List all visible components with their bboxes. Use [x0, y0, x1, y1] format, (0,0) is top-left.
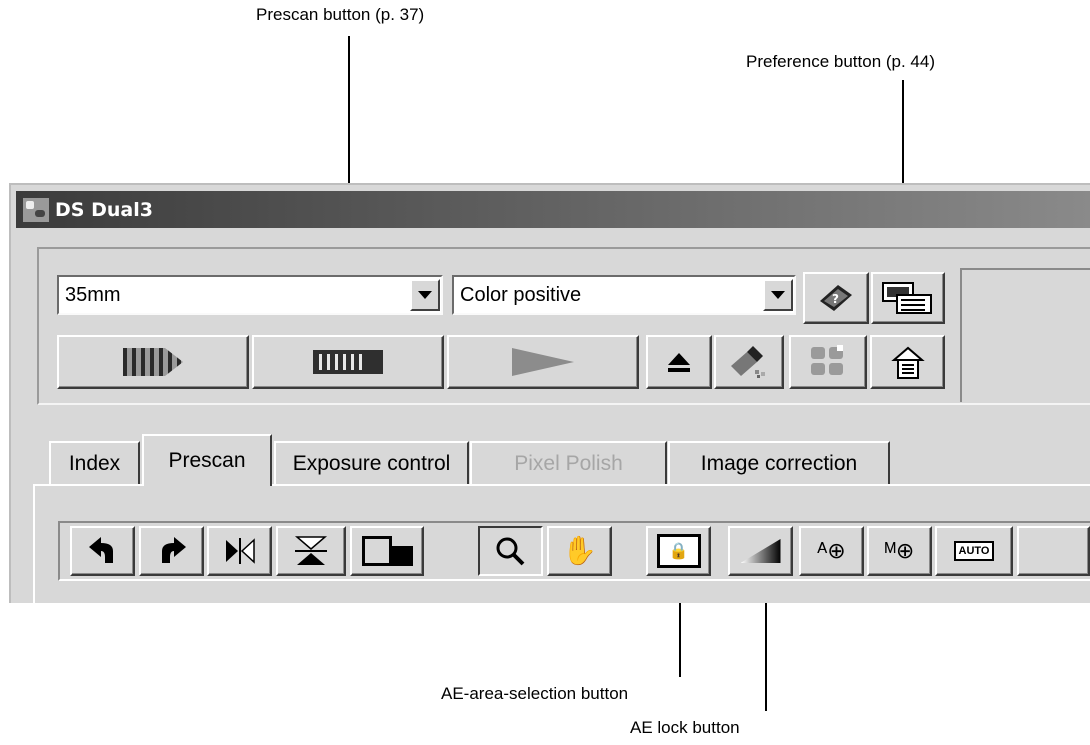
title-bar[interactable]: DS Dual3	[16, 191, 1090, 228]
pan-button[interactable]: ✋	[547, 526, 612, 576]
film-format-dropdown-arrow[interactable]	[410, 279, 440, 311]
window-title: DS Dual3	[55, 198, 153, 221]
eject-icon	[668, 352, 690, 372]
svg-text:?: ?	[832, 292, 839, 306]
rotate-left-button[interactable]	[70, 526, 135, 576]
next-toolbar-button[interactable]	[1017, 526, 1090, 576]
auto-crop-button[interactable]: AUTO	[935, 526, 1013, 576]
manual-point-button[interactable]: ᴹ⊕	[867, 526, 932, 576]
chevron-down-icon	[418, 291, 432, 299]
tab-prescan[interactable]: Prescan	[142, 434, 272, 486]
zoom-button[interactable]	[478, 526, 543, 576]
flip-vertical-icon	[294, 536, 328, 565]
ae-lock-button[interactable]	[728, 526, 793, 576]
index-scan-button[interactable]	[57, 335, 249, 389]
help-book-icon: ?	[820, 285, 852, 311]
zoom-icon	[496, 537, 524, 566]
auto-point-button[interactable]: ᴬ⊕	[799, 526, 864, 576]
job-button[interactable]	[789, 335, 867, 389]
ae-area-callout: AE-area-selection button	[441, 684, 629, 703]
tab-index[interactable]: Index	[49, 441, 140, 484]
auto-crop-icon: AUTO	[953, 541, 995, 561]
prescan-button[interactable]	[252, 335, 444, 389]
film-type-select[interactable]: Color positive	[452, 275, 796, 315]
ae-area-selection-button[interactable]: 🔒	[646, 526, 711, 576]
preview-area	[960, 268, 1090, 402]
film-format-select[interactable]: 35mm	[57, 275, 443, 315]
hand-icon: ✋	[562, 534, 597, 567]
clear-button[interactable]	[714, 335, 784, 389]
eject-button[interactable]	[646, 335, 712, 389]
index-scan-icon	[123, 348, 183, 376]
app-icon	[23, 197, 49, 222]
crop-button[interactable]	[350, 526, 424, 576]
preference-icon	[890, 346, 925, 379]
ae-lock-leader-line	[765, 575, 767, 711]
film-format-value: 35mm	[65, 283, 121, 306]
rotate-right-icon	[161, 537, 186, 563]
film-type-value: Color positive	[460, 283, 582, 306]
preference-button[interactable]	[870, 335, 945, 389]
control-panel	[37, 247, 1090, 405]
film-strip-icon	[882, 282, 932, 314]
ae-area-lock-icon: 🔒	[656, 534, 701, 568]
film-strip-button[interactable]	[871, 272, 945, 324]
tab-pixel-polish: Pixel Polish	[470, 441, 667, 484]
auto-point-icon: ᴬ⊕	[817, 538, 846, 563]
chevron-down-icon	[771, 291, 785, 299]
flip-horizontal-button[interactable]	[207, 526, 272, 576]
tab-exposure-control[interactable]: Exposure control	[274, 441, 469, 484]
prescan-icon	[313, 350, 383, 374]
preference-callout: Preference button (p. 44)	[746, 52, 936, 71]
tab-content	[33, 484, 1090, 604]
prescan-toolbar	[58, 521, 1090, 581]
manual-point-icon: ᴹ⊕	[884, 538, 915, 563]
crop-icon	[361, 536, 413, 566]
prescan-callout: Prescan button (p. 37)	[256, 5, 425, 24]
rotate-right-button[interactable]	[139, 526, 204, 576]
scan-button[interactable]	[447, 335, 639, 389]
ae-area-leader-line	[679, 575, 681, 677]
help-button[interactable]: ?	[803, 272, 869, 324]
ae-lock-icon	[740, 539, 781, 563]
film-type-dropdown-arrow[interactable]	[763, 279, 793, 311]
flip-horizontal-icon	[225, 538, 255, 564]
ae-lock-callout: AE lock button	[630, 718, 740, 737]
flip-vertical-button[interactable]	[276, 526, 346, 576]
rotate-left-icon	[88, 537, 113, 563]
scan-arrow-icon	[512, 348, 574, 376]
job-icon	[811, 345, 843, 375]
brush-icon	[731, 346, 765, 378]
tab-image-correction[interactable]: Image correction	[668, 441, 890, 484]
